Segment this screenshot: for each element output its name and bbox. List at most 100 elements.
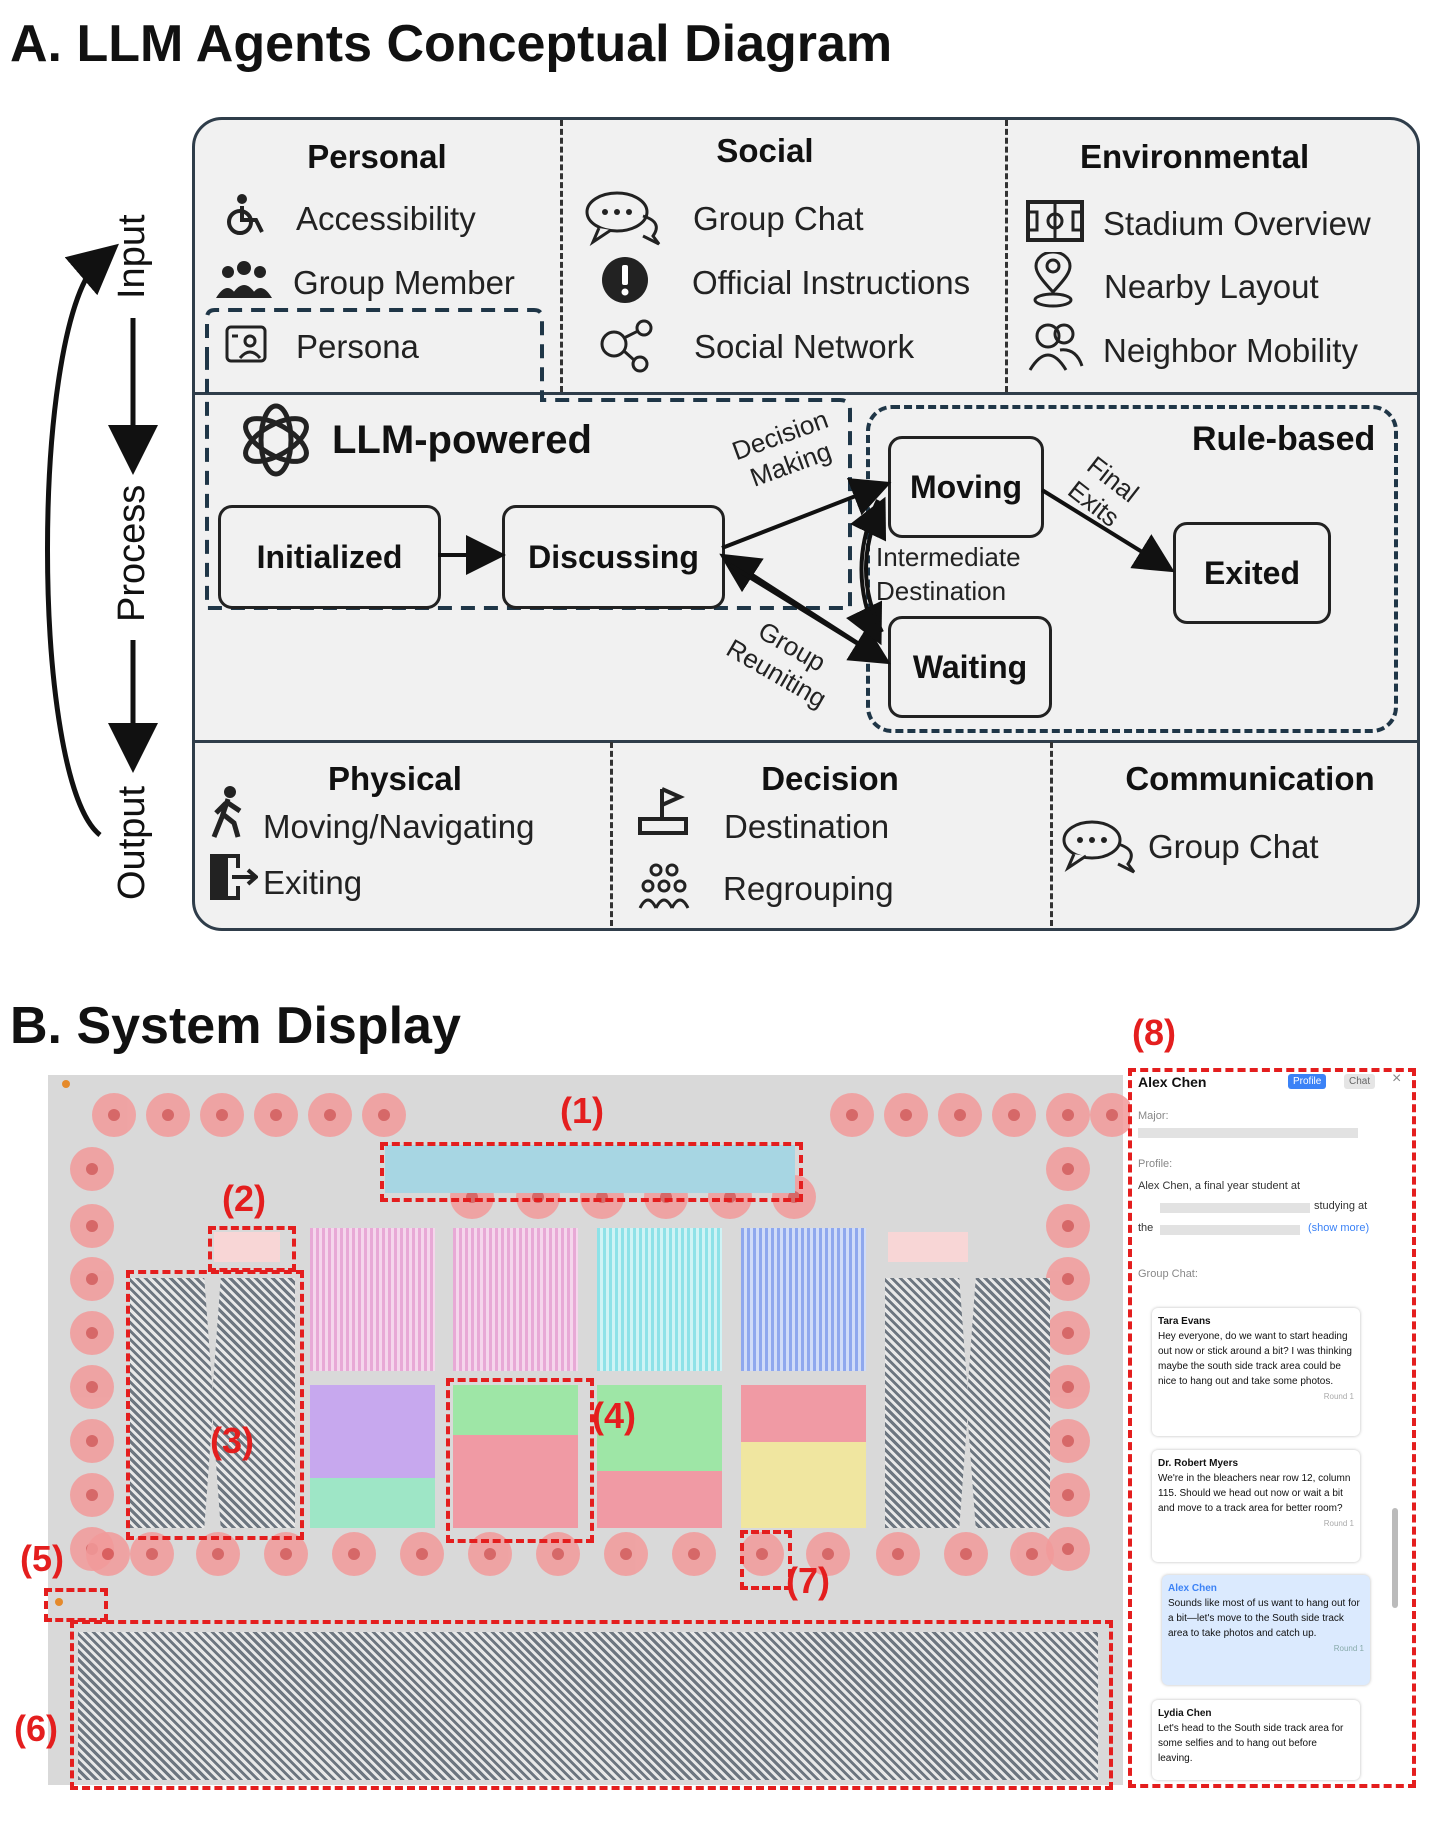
openai-logo-icon xyxy=(243,403,309,477)
axis-process-label: Process xyxy=(111,484,153,622)
state-discussing: Discussing xyxy=(502,505,725,609)
social-item-official-instructions: Official Instructions xyxy=(692,264,971,301)
seating-section xyxy=(310,1385,435,1528)
seating-section xyxy=(741,1228,866,1371)
group-chat-icon xyxy=(585,191,661,246)
communication-item-group-chat: Group Chat xyxy=(1148,828,1319,865)
marker-box-3 xyxy=(126,1270,304,1540)
section-a-title: A. LLM Agents Conceptual Diagram xyxy=(10,15,893,73)
waypoint-circle xyxy=(1046,1473,1090,1517)
state-initialized: Initialized xyxy=(218,505,441,609)
marker-label-3: (3) xyxy=(210,1420,254,1461)
profile-text-line1: Alex Chen, a final year student at xyxy=(1138,1180,1301,1192)
social-item-social-network: Social Network xyxy=(694,328,915,365)
waypoint-circle xyxy=(1046,1204,1090,1248)
marker-label-8: (8) xyxy=(1132,1012,1176,1053)
waypoint-circle xyxy=(944,1532,988,1576)
marker-label-7: (7) xyxy=(786,1560,830,1601)
waypoint-circle xyxy=(1046,1311,1090,1355)
waypoint-circle xyxy=(604,1532,648,1576)
waypoint-circle xyxy=(70,1204,114,1248)
exit-door-icon xyxy=(210,854,258,900)
stadium-icon xyxy=(1026,200,1084,242)
waypoint-circle xyxy=(86,1532,130,1576)
group-chat-icon xyxy=(1062,820,1136,874)
marker-box-2 xyxy=(208,1226,296,1272)
marker-box-7 xyxy=(740,1530,792,1590)
seating-section xyxy=(453,1385,578,1528)
waypoint-circle xyxy=(70,1147,114,1191)
bleachers-crowd xyxy=(78,1632,1098,1780)
decision-item-destination: Destination xyxy=(724,808,890,845)
waypoint-circle xyxy=(672,1532,716,1576)
personal-item-persona: Persona xyxy=(296,328,419,365)
physical-title: Physical xyxy=(328,760,462,797)
marker-label-6: (6) xyxy=(14,1708,58,1749)
decision-item-regrouping: Regrouping xyxy=(723,870,894,907)
physical-item-moving: Moving/Navigating xyxy=(263,808,535,845)
social-network-icon xyxy=(600,319,653,373)
waypoint-circle xyxy=(308,1093,352,1137)
chat-message: Lydia Chen Let's head to the South side … xyxy=(1152,1700,1360,1780)
llm-powered-label: LLM-powered xyxy=(332,418,592,462)
profile-text-line3: the xyxy=(1138,1222,1154,1234)
scrollbar[interactable] xyxy=(1392,1508,1398,1608)
waypoint-circle xyxy=(92,1093,136,1137)
show-more-link[interactable]: (show more) xyxy=(1308,1222,1370,1234)
env-item-neighbor-mobility: Neighbor Mobility xyxy=(1103,332,1358,369)
waypoint-circle xyxy=(830,1093,874,1137)
waypoint-circle xyxy=(70,1419,114,1463)
waypoint-circle xyxy=(1046,1419,1090,1463)
marker-box-4 xyxy=(446,1378,594,1543)
redacted-text xyxy=(1160,1225,1300,1235)
group-chat-label: Group Chat: xyxy=(1138,1268,1198,1280)
seating-section xyxy=(597,1228,722,1371)
info-tag xyxy=(888,1232,968,1262)
waypoint-circle xyxy=(70,1473,114,1517)
marker-label-1: (1) xyxy=(560,1090,604,1131)
waypoint-circle xyxy=(362,1093,406,1137)
waypoint-circle xyxy=(70,1365,114,1409)
environmental-title: Environmental xyxy=(1080,138,1310,175)
waypoint-circle xyxy=(254,1093,298,1137)
info-tag xyxy=(214,1232,280,1262)
env-item-stadium-overview: Stadium Overview xyxy=(1103,205,1371,242)
rule-based-label: Rule-based xyxy=(1192,420,1376,458)
exclamation-icon xyxy=(602,257,648,303)
group-member-icon xyxy=(216,261,272,298)
axis-input-label: Input xyxy=(111,214,153,299)
waypoint-circle xyxy=(1010,1532,1054,1576)
decision-title: Decision xyxy=(761,760,899,797)
waypoint-circle xyxy=(740,1532,784,1576)
state-exited: Exited xyxy=(1173,522,1331,624)
axis-output-label: Output xyxy=(111,785,153,900)
seating-section xyxy=(741,1385,866,1528)
marker-box-6 xyxy=(70,1620,1113,1790)
personal-item-group-member: Group Member xyxy=(293,264,515,301)
agent-name: Alex Chen xyxy=(1138,1074,1207,1090)
redacted-text xyxy=(1160,1203,1310,1213)
waypoint-circle xyxy=(1046,1147,1090,1191)
close-icon[interactable]: × xyxy=(1392,1070,1402,1087)
waypoint-circle xyxy=(146,1093,190,1137)
chat-message: Dr. Robert Myers We're in the bleachers … xyxy=(1152,1450,1360,1562)
waypoint-circle xyxy=(876,1532,920,1576)
marker-label-2: (2) xyxy=(222,1178,266,1219)
profile-text-line2: studying at xyxy=(1314,1200,1368,1212)
section-b-title: B. System Display xyxy=(10,997,461,1055)
personal-item-accessibility: Accessibility xyxy=(296,200,476,237)
marker-label-4: (4) xyxy=(592,1395,636,1436)
process-flow-arrows xyxy=(45,243,158,837)
waypoint-circle xyxy=(200,1093,244,1137)
major-label: Major: xyxy=(1138,1110,1169,1122)
waypoint-circle xyxy=(1046,1365,1090,1409)
physical-item-exiting: Exiting xyxy=(263,864,363,901)
waypoint-circle xyxy=(884,1093,928,1137)
personal-title: Personal xyxy=(307,138,447,175)
marker-box-5 xyxy=(44,1588,108,1622)
chat-button[interactable]: Chat xyxy=(1344,1074,1376,1089)
marker-label-5: (5) xyxy=(20,1538,64,1579)
profile-button[interactable]: Profile xyxy=(1288,1074,1327,1089)
state-waiting: Waiting xyxy=(888,616,1052,718)
